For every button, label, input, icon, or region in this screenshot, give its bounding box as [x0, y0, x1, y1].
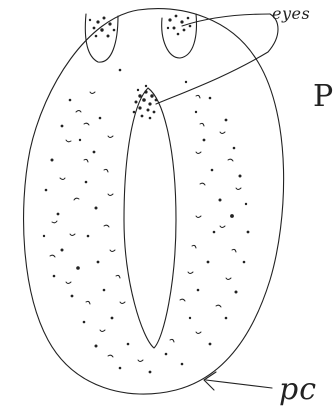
central-organ-dots	[133, 85, 158, 119]
body-stipple-dots	[43, 69, 250, 374]
cropped-label-right: P	[313, 82, 333, 112]
right-eye-lobe	[162, 14, 197, 58]
left-eye-lobe	[85, 14, 118, 62]
body-outline	[24, 9, 284, 394]
eyes-label: eyes	[272, 6, 310, 22]
cropped-label-bottom: pc	[279, 375, 317, 405]
eye-spots	[89, 15, 192, 38]
eyes-leader-line	[182, 14, 270, 26]
inner-cavity-outline	[124, 88, 176, 348]
body-stipple-ticks	[50, 92, 241, 362]
pointer-arrow-shaft	[206, 380, 272, 388]
